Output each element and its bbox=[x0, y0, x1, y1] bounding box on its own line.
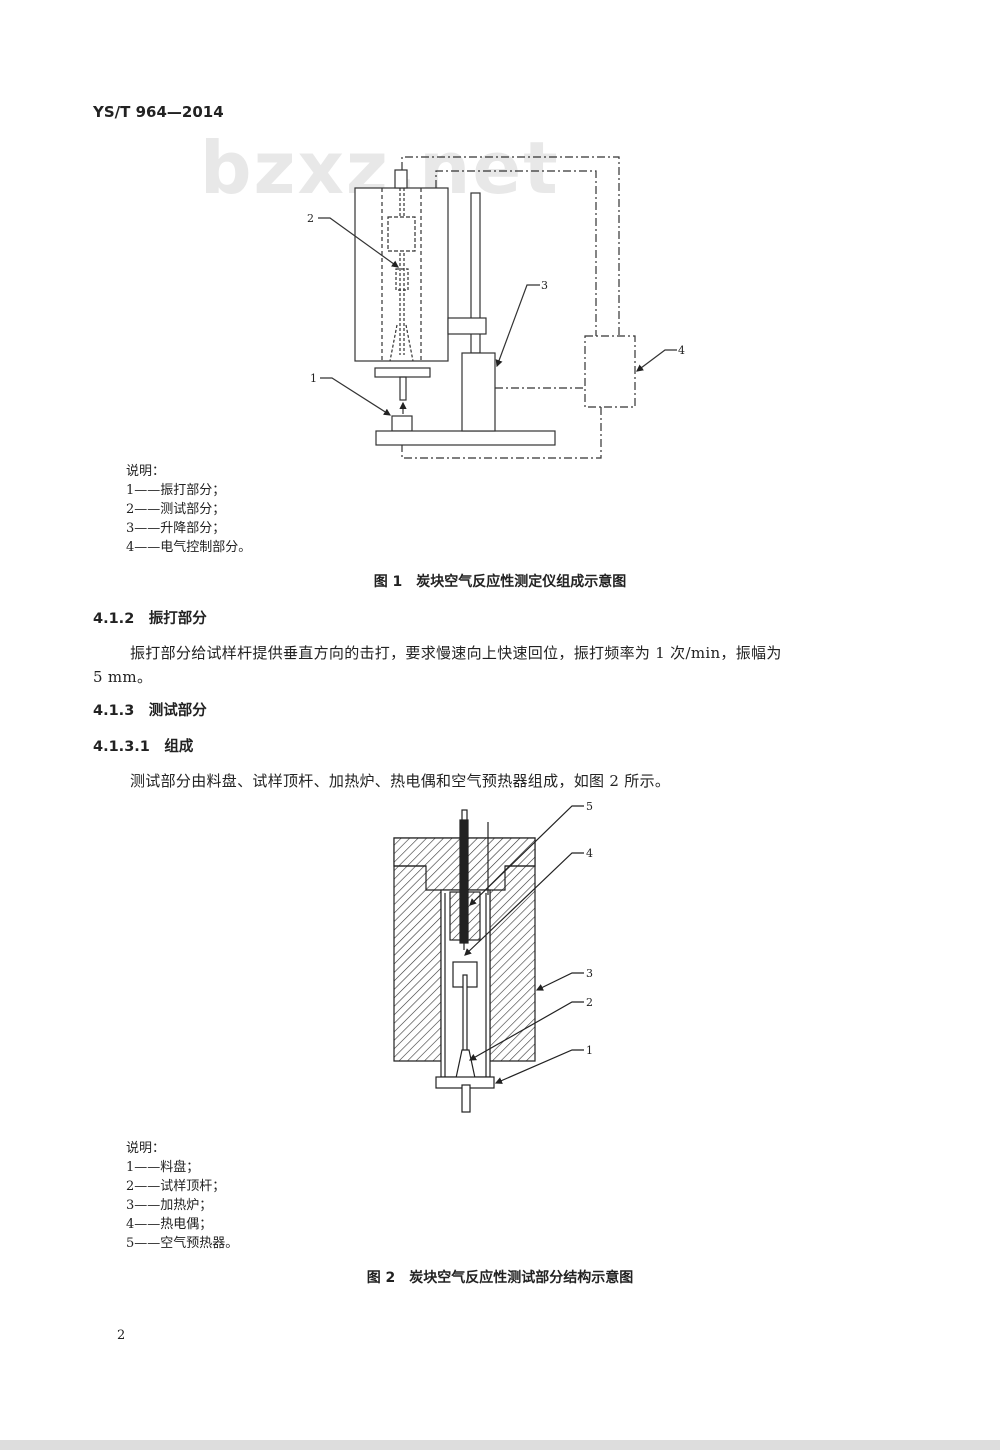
figure-2-legend-title: 说明： bbox=[126, 1141, 166, 1156]
figure-1-caption: 图 1 炭块空气反应性测定仪组成示意图 bbox=[373, 574, 627, 590]
figure-2-callout-4: 4 bbox=[586, 847, 593, 860]
page-bottom-edge bbox=[0, 1440, 1000, 1450]
figure-2-diagram bbox=[393, 805, 584, 1113]
figure-2-callout-2: 2 bbox=[586, 996, 593, 1009]
page-number: 2 bbox=[117, 1328, 126, 1343]
figure-1-callout-2: 2 bbox=[307, 212, 314, 225]
figure-2-caption: 图 2 炭块空气反应性测试部分结构示意图 bbox=[366, 1270, 634, 1286]
paragraph-line: 5 mm。 bbox=[93, 668, 153, 686]
section-heading-4-1-3: 4.1.3 测试部分 bbox=[93, 703, 207, 719]
figure-1-legend-item: 2——测试部分； bbox=[126, 502, 226, 517]
standard-number: YS/T 964—2014 bbox=[93, 103, 224, 121]
figure-1-callout-4: 4 bbox=[678, 344, 685, 357]
figure-2-callout-3: 3 bbox=[586, 967, 593, 980]
figure-1-callout-3: 3 bbox=[541, 279, 548, 292]
figure-2-legend-item: 3——加热炉； bbox=[126, 1198, 213, 1213]
figure-1-legend-item: 4——电气控制部分。 bbox=[126, 540, 252, 555]
paragraph: 测试部分由料盘、试样顶杆、加热炉、热电偶和空气预热器组成，如图 2 所示。 bbox=[130, 772, 671, 790]
figure-1-legend-item: 1——振打部分； bbox=[126, 483, 226, 498]
figure-2-legend-item: 2——试样顶杆； bbox=[126, 1179, 226, 1194]
figure-2-legend-item: 1——料盘； bbox=[126, 1160, 200, 1175]
figure-2-legend-item: 4——热电偶； bbox=[126, 1217, 213, 1232]
figure-2-callout-1: 1 bbox=[586, 1044, 593, 1057]
figure-1-callout-1: 1 bbox=[310, 372, 317, 385]
figure-2-legend-item: 5——空气预热器。 bbox=[126, 1236, 239, 1251]
figure-2-callout-5: 5 bbox=[586, 800, 593, 813]
figure-1-legend-title: 说明： bbox=[126, 464, 166, 479]
paragraph-line: 振打部分给试样杆提供垂直方向的击打，要求慢速向上快速回位，振打频率为 1 次/m… bbox=[130, 644, 782, 662]
section-heading-4-1-3-1: 4.1.3.1 组成 bbox=[93, 739, 194, 755]
figure-1-legend-item: 3——升降部分； bbox=[126, 521, 226, 536]
section-heading-4-1-2: 4.1.2 振打部分 bbox=[93, 611, 207, 627]
